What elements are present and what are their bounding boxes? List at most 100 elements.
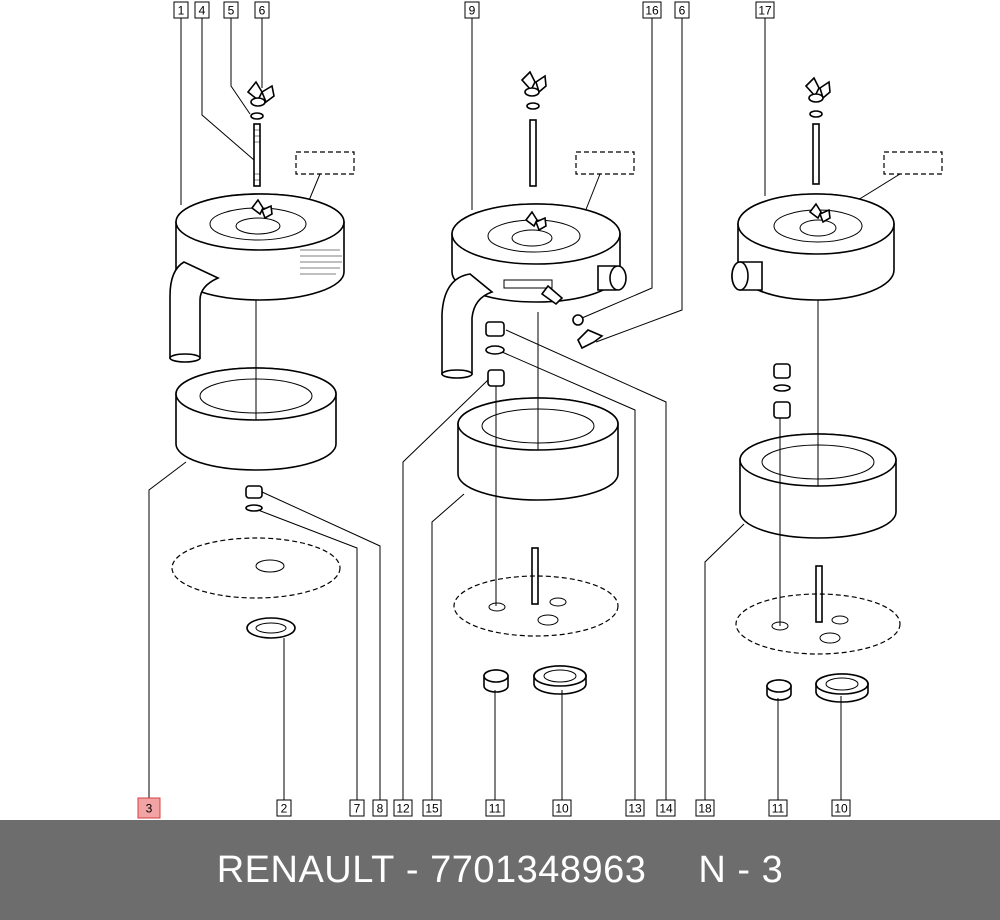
part-footer-bar: RENAULT - 7701348963 N - 3 [0,820,1000,920]
callout-box [656,799,676,817]
stud-right [812,123,820,185]
position-label: N - 3 [698,848,784,891]
callout-number: 6 [259,4,266,18]
callout-box [194,1,210,19]
wing-nut-middle-2 [577,329,604,350]
callout-box [625,799,645,817]
callout-15: 15 [422,799,442,817]
callout-6: 6 [254,1,270,19]
callout-18: 18 [695,799,715,817]
washer-middle-3 [485,345,505,355]
grommet-middle-small [483,669,509,693]
callout-number: 10 [834,802,848,816]
callout-2: 2 [276,799,292,817]
washer-right [809,110,823,118]
part-number: 7701348963 [430,848,647,891]
callout-box [674,1,690,19]
gasket-middle [453,575,619,637]
callout-box [254,1,270,19]
callout-11: 11 [768,799,788,817]
callout-9: 9 [464,1,480,19]
callout-10: 10 [831,799,851,817]
callout-box [831,799,851,817]
callout-number: 12 [396,802,410,816]
callout-12: 12 [393,799,413,817]
callout-number: 14 [659,802,673,816]
stud-left [253,123,261,187]
washer-middle [526,102,540,110]
ring-left [246,617,296,639]
grommet-middle-large [533,665,587,695]
callout-box [768,799,788,817]
callout-number: 2 [281,802,288,816]
callout-number: 11 [489,802,502,816]
nut-right-2 [773,401,791,419]
callout-number: 3 [146,802,153,816]
callout-number: 7 [354,802,361,816]
nut-middle-2 [487,369,505,387]
callout-number: 1 [178,4,185,18]
right-assembly [731,76,943,703]
callout-box [642,1,662,19]
callout-box [223,1,239,19]
callout-number: 13 [628,802,642,816]
nut-middle [485,321,505,337]
nut-left [245,485,263,499]
callout-7: 7 [349,799,365,817]
callout-box [464,1,480,19]
callout-box [552,799,572,817]
callout-number: 10 [555,802,569,816]
grommet-right-large [815,673,869,703]
nut-right [773,363,791,379]
washer-middle-2 [572,314,584,326]
callout-4: 4 [194,1,210,19]
callout-box [276,799,292,817]
wing-nut-middle [520,70,547,97]
wing-nut-right [804,76,831,103]
callout-box [372,799,388,817]
housing-middle [451,203,627,303]
gasket-right [735,593,901,655]
callout-number: 9 [469,4,476,18]
callout-8: 8 [372,799,388,817]
callout-number: 5 [228,4,235,18]
washer-left-2 [245,504,263,512]
washer-left [250,112,264,120]
callout-number: 8 [377,802,384,816]
grommet-right-small [766,679,792,701]
left-assembly [169,80,355,639]
wing-nut-left [246,80,275,107]
separator: - [405,848,419,891]
callout-14: 14 [656,799,676,817]
callout-box [393,799,413,817]
callout-13: 13 [625,799,645,817]
callout-number: 4 [199,4,206,18]
stud-middle [529,119,537,187]
housing-right [731,193,895,301]
callout-number: 16 [645,4,659,18]
callout-11: 11 [485,799,505,817]
dashed-label-right [883,151,943,175]
leader-lines [148,18,842,800]
callout-17: 17 [755,1,775,19]
elbow-pipe-left [169,261,220,359]
callout-box [422,799,442,817]
washer-right-2 [773,384,791,392]
callout-16: 16 [642,1,662,19]
clip-middle [540,284,564,306]
callout-box [349,799,365,817]
callout-box [137,797,161,819]
callout-number: 11 [772,802,785,816]
callout-1: 1 [173,1,189,19]
brand-name: RENAULT [216,848,395,891]
middle-assembly [441,70,635,695]
callout-box [695,799,715,817]
callout-5: 5 [223,1,239,19]
callout-box [485,799,505,817]
callout-number: 6 [679,4,686,18]
dashed-label-middle [575,151,635,175]
callout-number: 15 [425,802,439,816]
callout-10: 10 [552,799,572,817]
gasket-left [171,537,341,599]
